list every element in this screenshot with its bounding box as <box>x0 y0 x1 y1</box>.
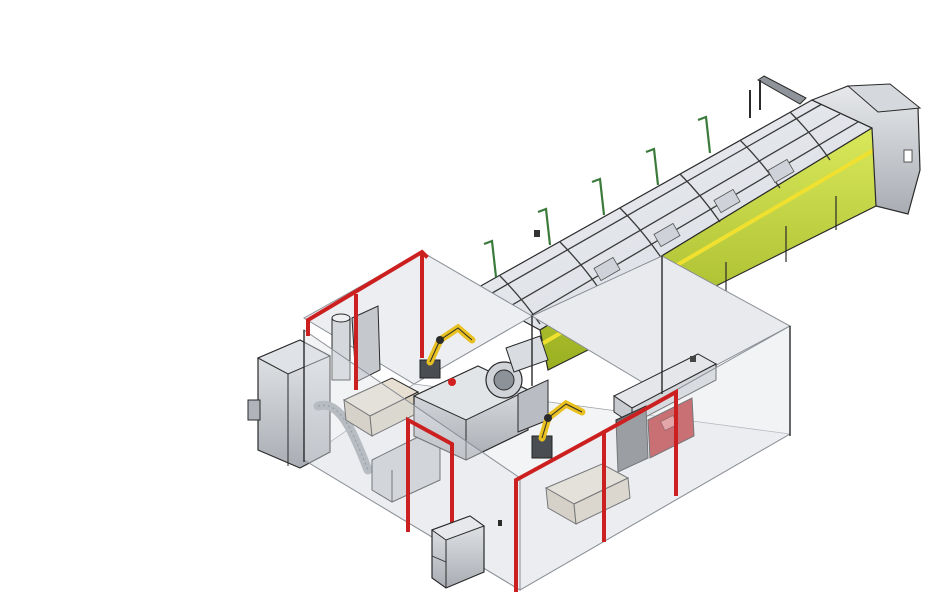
red-warning-marker <box>448 378 456 386</box>
tunnel-machine <box>468 75 922 371</box>
guard-frame-right <box>601 388 678 496</box>
robot-arm-right <box>531 399 586 459</box>
floor-marker <box>498 520 502 526</box>
signal-light-poles <box>483 115 712 278</box>
robot-arm-left <box>419 323 476 379</box>
pole-sensor-box <box>534 230 540 237</box>
enclosure-posts <box>303 256 791 462</box>
central-machining-station <box>412 335 549 461</box>
sensor-box-right <box>690 356 696 362</box>
cyclone-cylinder <box>331 305 381 383</box>
light-pole-1 <box>483 239 498 278</box>
light-pole-2 <box>537 207 552 246</box>
light-pole-5 <box>697 115 712 154</box>
guard-frame-front-center <box>514 428 606 592</box>
tunnel-internal-modules <box>593 158 795 282</box>
guard-frame-front-left <box>406 416 454 554</box>
red-guard-frames <box>306 249 678 592</box>
tunnel-end-frame <box>757 75 807 105</box>
left-conveyor-trough <box>342 377 421 437</box>
light-pole-4 <box>645 147 660 186</box>
tunnel-ribs <box>479 103 859 325</box>
light-pole-3 <box>591 177 606 216</box>
parts-bin <box>544 463 631 525</box>
left-vertical-machine <box>247 339 332 469</box>
electrical-cabinet <box>430 515 486 589</box>
